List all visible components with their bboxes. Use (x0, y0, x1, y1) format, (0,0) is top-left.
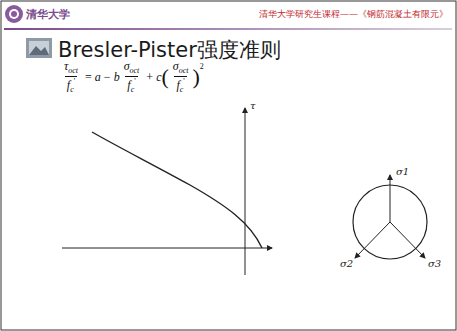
prime: ' (74, 77, 75, 86)
operator: − (104, 70, 111, 85)
subscript: oct (179, 66, 189, 75)
denominator: fc' (65, 76, 77, 95)
fraction: σoctfc' (171, 60, 191, 94)
course-header: 清华大学研究生课程——《钢筋混凝土有限元》 (259, 8, 448, 21)
logo-text: 清华大学 (26, 7, 70, 22)
coefficient: b (114, 70, 120, 85)
subscript: c (131, 85, 135, 94)
symbol: f (67, 78, 70, 92)
deviatoric-plane (353, 175, 427, 259)
operator: = (85, 70, 92, 85)
title-icon (26, 38, 52, 58)
prime: ' (183, 77, 184, 86)
paren: ) (192, 64, 199, 90)
denominator: fc' (174, 76, 186, 95)
coefficient: a (95, 70, 101, 85)
prime: ' (134, 77, 135, 86)
numerator: σoct (171, 60, 191, 76)
strength-formula: τoctfc'=a−bσoctfc'+c(σoctfc')2 (60, 60, 204, 94)
operator: + (146, 70, 153, 85)
fraction: τoctfc' (62, 60, 80, 94)
symbol: f (127, 78, 130, 92)
denominator: fc' (125, 76, 137, 95)
header-rule (4, 28, 452, 30)
exponent: 2 (200, 62, 204, 71)
subscript: oct (130, 66, 140, 75)
meridian-plot (62, 108, 272, 275)
symbol: f (176, 78, 179, 92)
axis-label: τ (250, 100, 256, 111)
subscript: c (180, 85, 184, 94)
axis-label: σ1 (396, 166, 409, 177)
numerator: σoct (122, 60, 142, 76)
coefficient: c (156, 70, 161, 85)
slide-title: Bresler-Pister强度准则 (58, 36, 281, 64)
axis-label: σ3 (428, 258, 441, 269)
numerator: τoct (62, 60, 80, 76)
subscript: oct (68, 66, 78, 75)
axis-label: σ2 (340, 258, 353, 269)
fraction: σoctfc' (122, 60, 142, 94)
subscript: c (70, 85, 74, 94)
logo-emblem (5, 5, 23, 23)
paren: ( (161, 64, 168, 90)
